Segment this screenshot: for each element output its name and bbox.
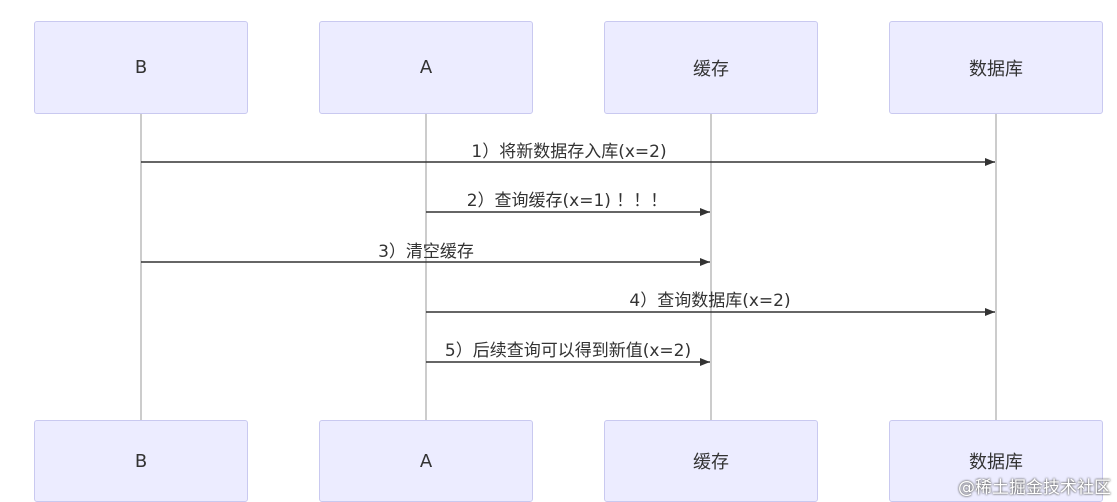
message-label-3: 3）清空缓存 [378, 242, 474, 262]
actor-a-top: A [319, 21, 533, 114]
message-label-5: 5）后续查询可以得到新值(x=2) [444, 341, 692, 361]
message-label-2: 2）查询缓存(x=1) ！！！ [466, 191, 668, 211]
actor-label: B [134, 450, 148, 472]
actor-label: 缓存 [693, 58, 729, 80]
actor-label: 缓存 [693, 452, 729, 473]
actor-a-bottom: A [319, 420, 533, 502]
message-label-1: 1）将新数据存入库(x=2) [471, 142, 667, 162]
actor-db-bottom: 数据库 [889, 420, 1103, 502]
actor-b-top: B [34, 21, 248, 114]
message-label-4: 4）查询数据库(x=2) [629, 291, 791, 311]
actor-label: A [419, 57, 433, 78]
actor-label: 数据库 [969, 452, 1023, 473]
actor-label: A [419, 450, 433, 472]
actor-b-bottom: B [34, 420, 248, 502]
actor-db-top: 数据库 [889, 21, 1103, 114]
actor-cache-top: 缓存 [604, 21, 818, 114]
actor-label: B [134, 57, 148, 78]
actor-label: 数据库 [969, 58, 1023, 80]
actor-cache-bottom: 缓存 [604, 420, 818, 502]
watermark: @稀土掘金技术社区 [958, 478, 1111, 498]
